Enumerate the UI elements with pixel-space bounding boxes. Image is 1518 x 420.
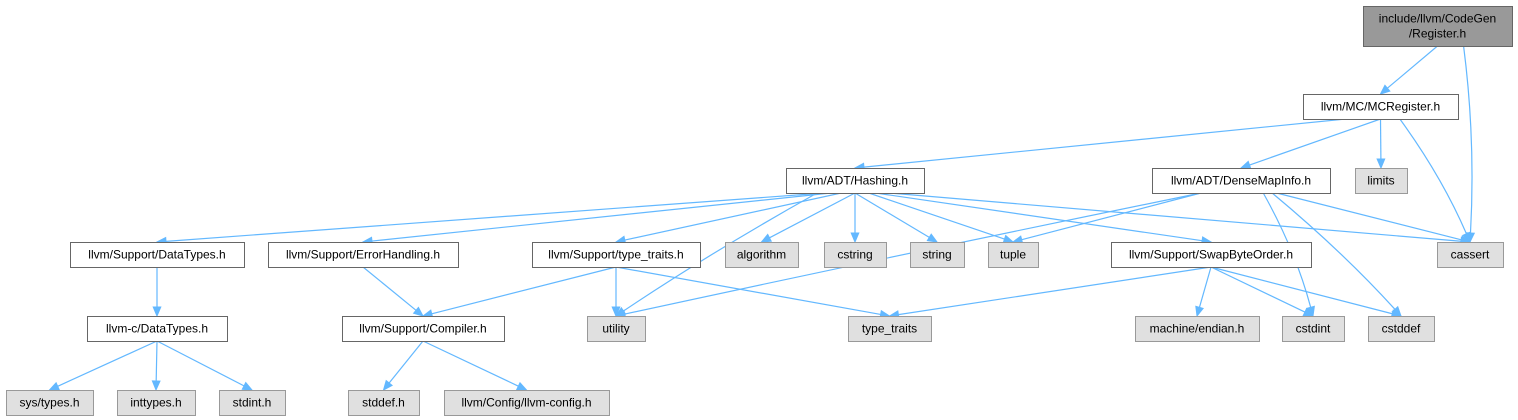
node-label: llvm/ADT/DenseMapInfo.h (1171, 174, 1311, 188)
edge-swapbyteorder-to-cstdint (1210, 266, 1315, 317)
node-label: machine/endian.h (1150, 322, 1245, 336)
node-label: string (922, 248, 951, 262)
edge-register-to-mcregister (1379, 45, 1438, 95)
node-label: cstddef (1382, 322, 1421, 336)
node-label: llvm/Config/llvm-config.h (461, 396, 591, 410)
node-string: string (910, 242, 965, 268)
edge-mcregister-to-limits (1376, 118, 1386, 170)
node-label: llvm/ADT/Hashing.h (802, 174, 908, 188)
node-label: llvm/Support/Compiler.h (359, 322, 486, 336)
edge-mcregister-to-densemapinfo (1239, 118, 1381, 170)
node-label: llvm/MC/MCRegister.h (1321, 100, 1440, 114)
node-label: llvm/Support/ErrorHandling.h (286, 248, 440, 262)
node-datatypes[interactable]: llvm/Support/DataTypes.h (70, 242, 245, 268)
node-cstdint: cstdint (1282, 316, 1345, 342)
node-label: inttypes.h (130, 396, 181, 410)
node-endian: machine/endian.h (1135, 316, 1260, 342)
node-register: include/llvm/CodeGen/Register.h (1363, 6, 1513, 47)
edge-swapbyteorder-to-endian (1195, 266, 1212, 318)
node-label: cstdint (1296, 322, 1331, 336)
node-mcregister[interactable]: llvm/MC/MCRegister.h (1303, 94, 1459, 120)
nodes-layer: include/llvm/CodeGen/Register.h llvm/MC/M… (6, 6, 1513, 416)
node-label: cstring (837, 248, 872, 262)
node-label: cassert (1451, 248, 1490, 262)
edge-mcregister-to-cassert (1399, 118, 1471, 244)
edge-datatypes-to-cdatatypes (152, 267, 162, 318)
node-stddef: stddef.h (348, 390, 420, 416)
edge-register-to-cassert (1462, 45, 1476, 244)
edge-mcregister-to-hashing (853, 118, 1346, 172)
node-label: include/llvm/CodeGen (1379, 12, 1496, 26)
edge-cdatatypes-to-systypes (48, 340, 158, 391)
node-hashing[interactable]: llvm/ADT/Hashing.h (786, 168, 925, 194)
node-label: llvm/Support/DataTypes.h (88, 248, 225, 262)
node-llvmconfig: llvm/Config/llvm-config.h (444, 390, 610, 416)
node-cdatatypes[interactable]: llvm-c/DataTypes.h (87, 316, 228, 342)
node-algorithm: algorithm (725, 242, 799, 268)
node-typetraitsh[interactable]: llvm/Support/type_traits.h (532, 242, 701, 268)
node-swapbyteorder[interactable]: llvm/Support/SwapByteOrder.h (1111, 242, 1312, 268)
node-label: stddef.h (362, 396, 405, 410)
node-label: tuple (1000, 248, 1026, 262)
node-errorhandling[interactable]: llvm/Support/ErrorHandling.h (268, 242, 459, 268)
node-label: type_traits (862, 322, 917, 336)
edge-cdatatypes-to-stdint (156, 340, 254, 391)
edge-typetraitsh-to-compiler (421, 266, 617, 319)
edge-hashing-to-tuple (868, 192, 1015, 244)
edge-compiler-to-stddef (382, 340, 424, 392)
node-cstddef: cstddef (1368, 316, 1435, 342)
edge-hashing-to-algorithm (760, 192, 856, 243)
node-densemapinfo[interactable]: llvm/ADT/DenseMapInfo.h (1152, 168, 1331, 194)
edge-hashing-to-cstring (850, 193, 860, 244)
node-label: /Register.h (1409, 27, 1466, 41)
edge-swapbyteorder-to-type_traits (888, 266, 1212, 320)
node-type_traits: type_traits (848, 316, 932, 342)
node-label: sys/types.h (19, 396, 79, 410)
node-cassert: cassert (1437, 242, 1504, 268)
node-cstring: cstring (824, 242, 887, 268)
node-label: llvm/Support/type_traits.h (548, 248, 683, 262)
node-systypes: sys/types.h (6, 390, 94, 416)
node-utility: utility (587, 316, 646, 342)
edge-densemapinfo-to-cassert (1276, 192, 1472, 245)
edges-layer (48, 45, 1476, 392)
edge-compiler-to-llvmconfig (422, 340, 528, 391)
edge-typetraitsh-to-utility (611, 267, 621, 318)
edge-typetraitsh-to-type_traits (615, 266, 891, 319)
node-tuple: tuple (988, 242, 1039, 268)
node-label: llvm/Support/SwapByteOrder.h (1129, 248, 1293, 262)
node-compiler[interactable]: llvm/Support/Compiler.h (342, 316, 505, 342)
node-label: llvm-c/DataTypes.h (106, 322, 208, 336)
edge-hashing-to-errorhandling (361, 192, 831, 246)
node-limits: limits (1355, 168, 1408, 194)
node-label: stdint.h (233, 396, 272, 410)
edge-hashing-to-string (854, 192, 939, 243)
node-stdint: stdint.h (219, 390, 286, 416)
node-label: utility (602, 322, 629, 336)
node-label: limits (1367, 174, 1394, 188)
node-label: algorithm (737, 248, 786, 262)
node-inttypes: inttypes.h (117, 390, 196, 416)
edge-errorhandling-to-compiler (362, 266, 424, 317)
edge-cdatatypes-to-inttypes (151, 340, 161, 392)
